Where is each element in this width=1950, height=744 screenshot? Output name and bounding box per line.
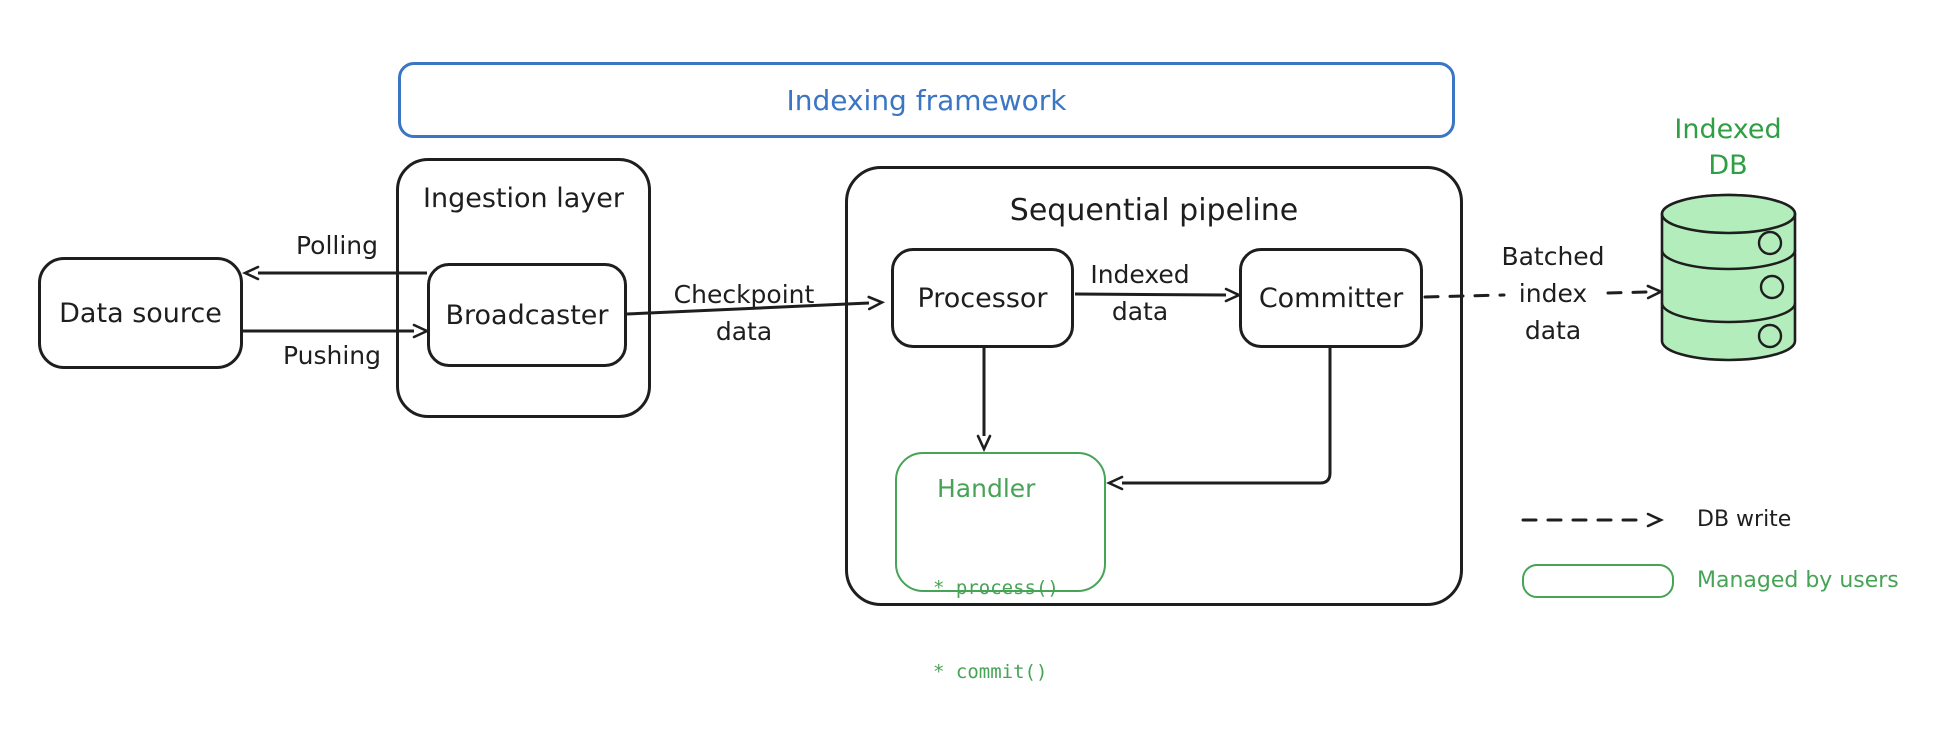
data-source-label: Data source [59,297,222,329]
sequential-pipeline-container: Sequential pipeline [845,166,1463,606]
indexing-framework-frame: Indexing framework [398,62,1455,138]
batched-index-data-edge-label: Batched index data [1493,238,1613,349]
indexed-label-line2: data [1111,297,1169,326]
checkpoint-data-arrow [626,303,869,316]
sequential-pipeline-label: Sequential pipeline [1009,193,1299,228]
indexed-label-line1: Indexed [1090,260,1190,289]
handler-node: Handler * process() * commit() [895,452,1106,683]
indexed-db-label-line2: DB [1708,150,1748,181]
handler-title: Handler [937,474,1036,503]
indexed-data-arrow [1074,294,1226,295]
committer-label: Committer [1258,282,1404,314]
broadcaster-node: Broadcaster [427,263,627,367]
polling-edge-label: Polling [295,231,379,260]
indexed-db-label-line1: Indexed [1674,114,1782,145]
indexed-data-edge-label: Indexed data [1080,256,1200,330]
checkpoint-data-edge-label: Checkpoint data [664,276,824,350]
broadcaster-label: Broadcaster [445,299,609,331]
database-cylinder-icon [1660,193,1797,362]
pushing-edge-label: Pushing [282,341,381,370]
indexed-db-label: Indexed DB [1664,112,1792,184]
committer-to-handler-arrow [1122,348,1332,483]
indexing-framework-title: Indexing framework [786,83,1067,117]
batched-label-line2: index [1518,279,1588,308]
data-source-node: Data source [38,257,243,369]
db-write-arrow-segment [1423,293,1506,299]
batched-label-line3: data [1524,316,1582,345]
handler-methods: * process() * commit() [933,518,1059,742]
processor-label: Processor [917,282,1048,314]
legend-db-write-label: DB write [1697,507,1792,532]
committer-node: Committer [1239,248,1423,348]
checkpoint-label-line1: Checkpoint [673,280,815,309]
legend-managed-box [1522,564,1674,598]
handler-method-commit: * commit() [933,661,1048,683]
handler-method-process: * process() [933,577,1059,599]
processor-node: Processor [891,248,1074,348]
ingestion-layer-label: Ingestion layer [423,183,624,214]
db-write-arrow-head [1606,292,1648,293]
ingestion-layer-container: Ingestion layer [396,158,651,418]
legend-managed-by-users-label: Managed by users [1697,568,1899,593]
checkpoint-label-line2: data [715,317,773,346]
batched-label-line1: Batched [1501,242,1605,271]
